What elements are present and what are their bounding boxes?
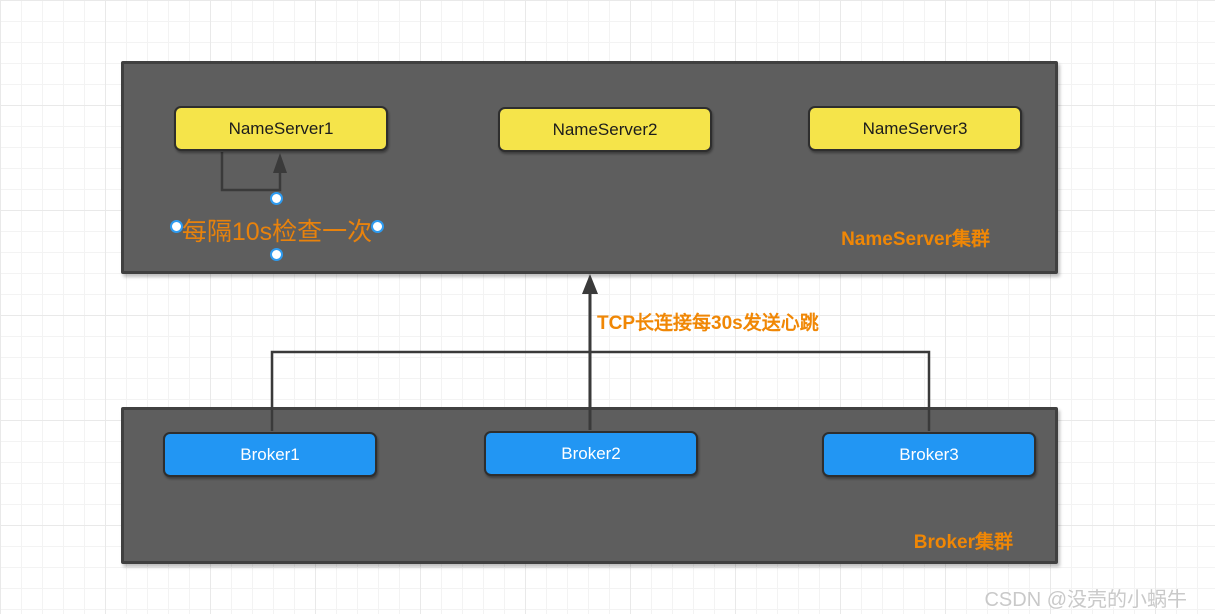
node-label: Broker2 xyxy=(561,443,621,463)
node-nameserver2[interactable]: NameServer2 xyxy=(498,107,712,152)
connection-point-dot-right[interactable] xyxy=(371,220,384,233)
node-broker2[interactable]: Broker2 xyxy=(484,431,698,476)
watermark-text: CSDN @没壳的小蜗牛 xyxy=(984,589,1187,611)
nameserver-cluster-title: NameServer集群 xyxy=(841,229,990,250)
node-label: Broker3 xyxy=(899,444,959,464)
node-label: NameServer2 xyxy=(552,119,658,139)
node-broker3[interactable]: Broker3 xyxy=(822,432,1036,477)
node-label: Broker1 xyxy=(240,444,300,464)
annotation-check-interval[interactable]: 每隔10s检查一次 xyxy=(181,218,373,246)
node-broker1[interactable]: Broker1 xyxy=(163,432,377,477)
annotation-tcp-heartbeat[interactable]: TCP长连接每30s发送心跳 xyxy=(597,313,819,334)
connection-point-dot-bottom[interactable] xyxy=(270,248,283,261)
node-label: NameServer1 xyxy=(228,118,334,138)
connection-point-dot-left[interactable] xyxy=(170,220,183,233)
node-nameserver1[interactable]: NameServer1 xyxy=(174,106,388,151)
broker-cluster-title: Broker集群 xyxy=(913,532,1013,553)
node-nameserver3[interactable]: NameServer3 xyxy=(808,106,1022,151)
connection-point-dot-top[interactable] xyxy=(270,192,283,205)
node-label: NameServer3 xyxy=(862,118,968,138)
